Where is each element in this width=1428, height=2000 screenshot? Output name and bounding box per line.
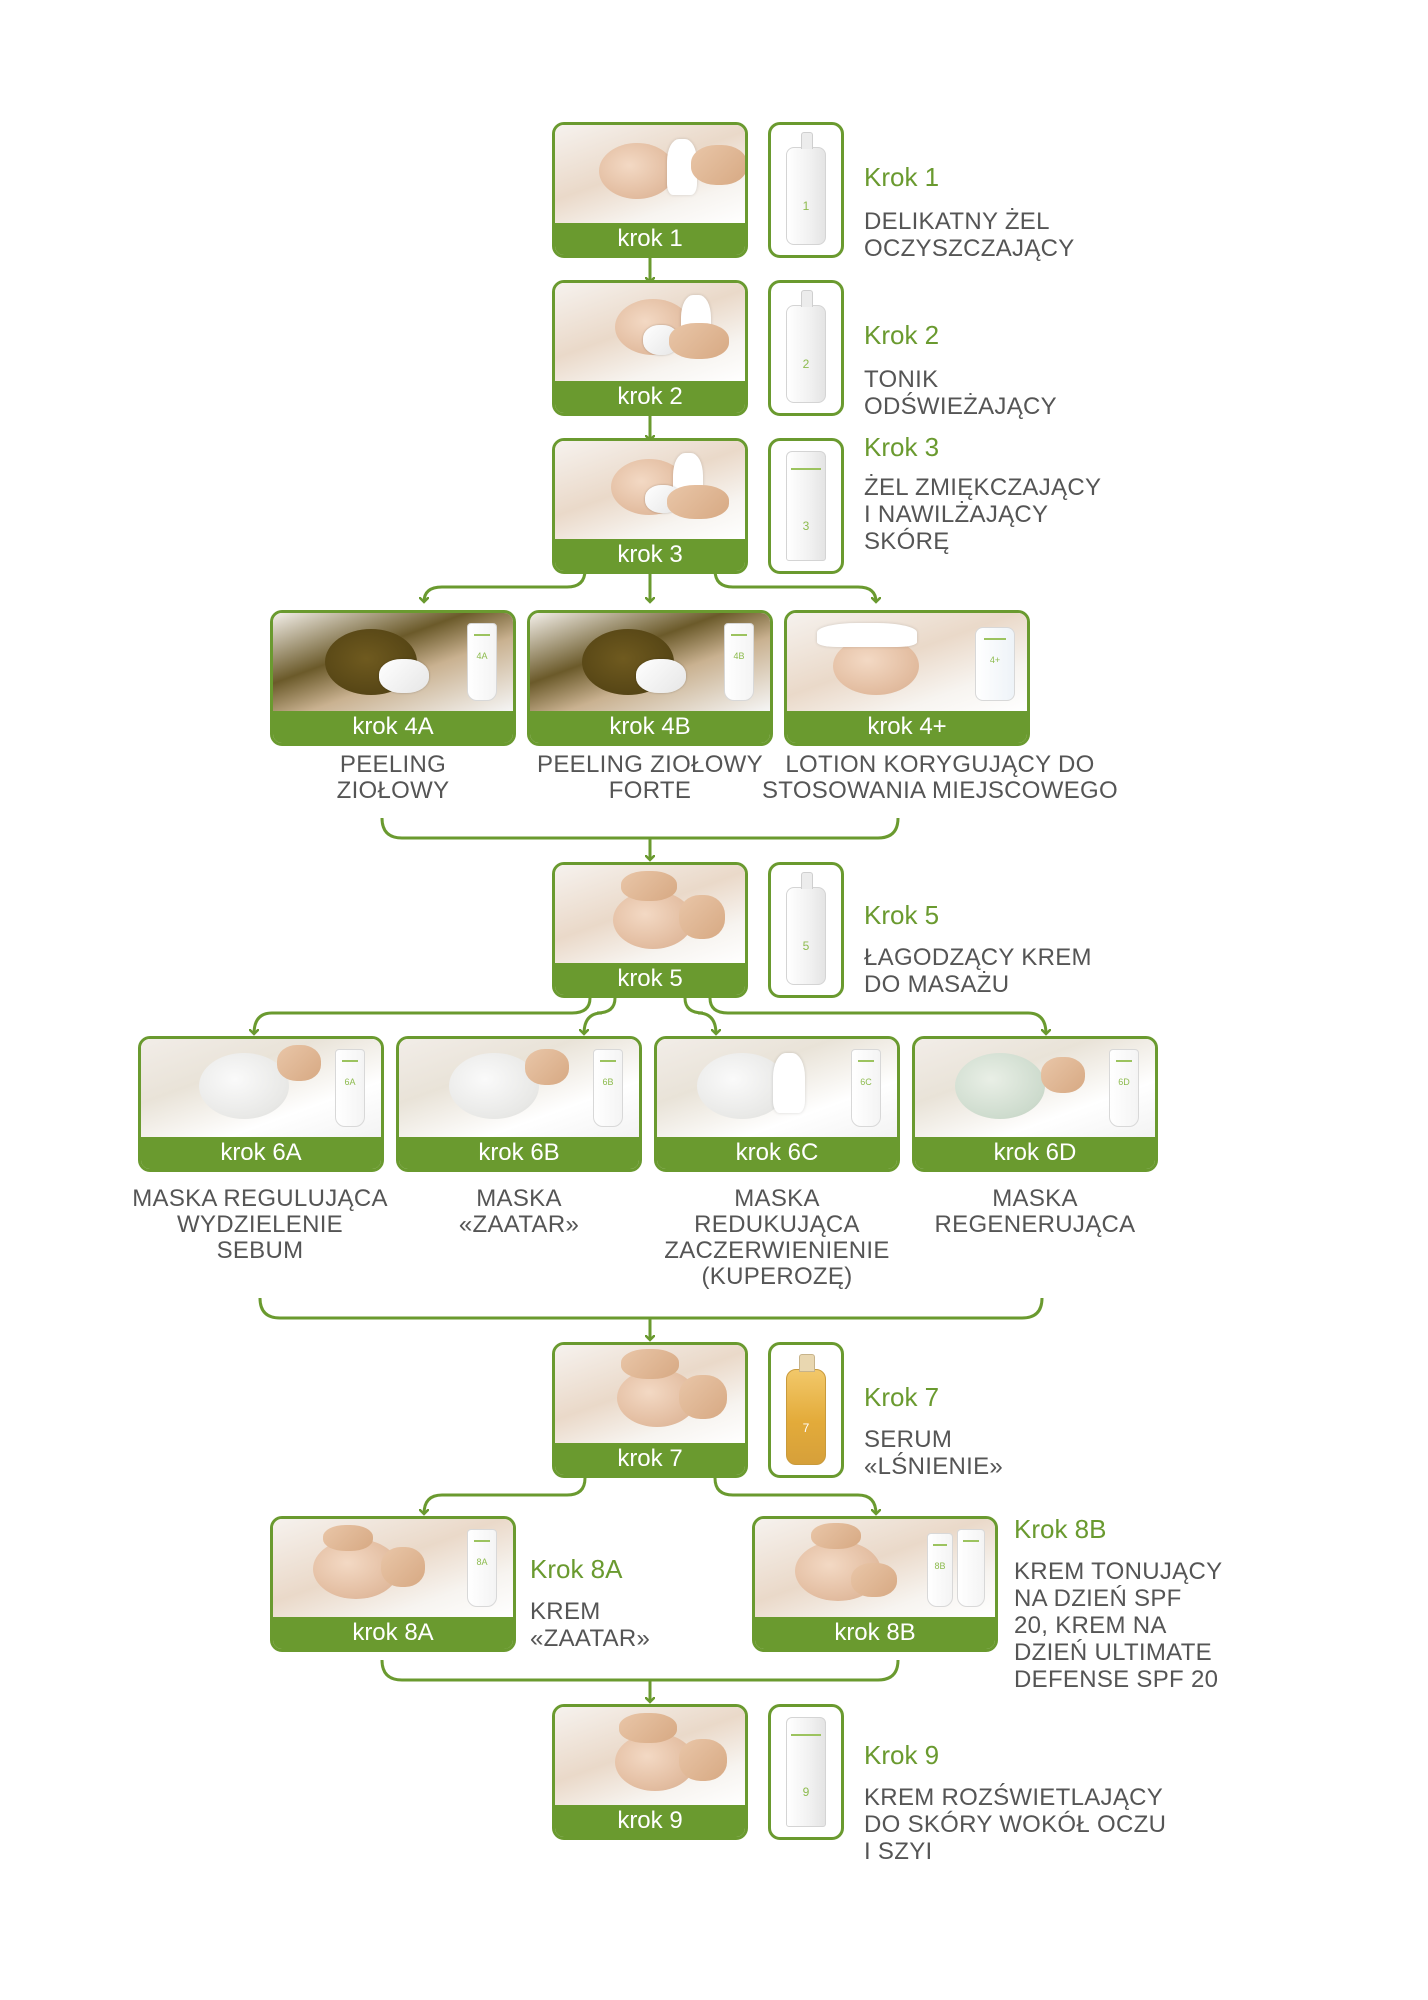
step-5-title: Krok 5 <box>864 900 940 930</box>
step-9-card: krok 9 <box>552 1704 748 1840</box>
step-4b-bar-label: krok 4B <box>530 711 770 743</box>
step-7-card: krok 7 <box>552 1342 748 1478</box>
step-7-bar-label: krok 7 <box>555 1443 745 1475</box>
step-4plus-bar-label: krok 4+ <box>787 711 1027 743</box>
step-6b-product-tube: 6B <box>593 1049 623 1127</box>
step-5-product-card: 5 <box>768 862 844 998</box>
step-6a-card: 6A krok 6A <box>138 1036 384 1172</box>
step-6c-product-tube: 6C <box>851 1049 881 1127</box>
arrow-7-to-8a <box>424 1477 587 1514</box>
step-2-product-bottle: 2 <box>786 290 826 403</box>
step-6c-card: 6C krok 6C <box>654 1036 900 1172</box>
step-5-product-bottle: 5 <box>786 872 826 985</box>
step-4a-product-tube: 4A <box>467 623 497 701</box>
brace-6 <box>258 1297 1044 1320</box>
step-2-photo <box>555 283 745 381</box>
step-6d-bar-label: krok 6D <box>915 1137 1155 1169</box>
step-8a-title: Krok 8A <box>530 1554 623 1584</box>
step-6d-caption: MASKA REGENERUJĄCA <box>934 1185 1136 1238</box>
step-7-product-bottle: 7 <box>786 1354 826 1465</box>
step-8b-description: KREM TONUJĄCY NA DZIEŃ SPF 20, KREM NA D… <box>1014 1558 1223 1693</box>
arrow-5-to-6d <box>708 997 1046 1034</box>
step-4b-product-tube: 4B <box>724 623 754 701</box>
step-1-title: Krok 1 <box>864 162 940 192</box>
arrow-5-to-6b <box>584 997 617 1034</box>
step-3-description: ŻEL ZMIĘKCZAJĄCY I NAWILŻAJĄCY SKÓRĘ <box>864 474 1102 555</box>
step-5-description: ŁAGODZĄCY KREM DO MASAŻU <box>864 944 1092 998</box>
step-6a-bar-label: krok 6A <box>141 1137 381 1169</box>
step-3-bar-label: krok 3 <box>555 539 745 571</box>
step-8b-bar-label: krok 8B <box>755 1617 995 1649</box>
step-1-bar-label: krok 1 <box>555 223 745 255</box>
step-9-title: Krok 9 <box>864 1740 940 1770</box>
step-8b-product-tube: 8B <box>927 1533 953 1607</box>
arrow-5-to-6c <box>683 997 716 1034</box>
step-9-bar-label: krok 9 <box>555 1805 745 1837</box>
step-8a-card: 8A krok 8A <box>270 1516 516 1652</box>
step-6b-card: 6B krok 6B <box>396 1036 642 1172</box>
brace-8 <box>380 1659 900 1682</box>
step-8b-card: 8B krok 8B <box>752 1516 998 1652</box>
step-3-card: krok 3 <box>552 438 748 574</box>
step-6c-bar-label: krok 6C <box>657 1137 897 1169</box>
step-3-photo <box>555 441 745 539</box>
step-1-card: krok 1 <box>552 122 748 258</box>
step-4plus-caption: LOTION KORYGUJĄCY DO STOSOWANIA MIEJSCOW… <box>762 751 1118 804</box>
step-7-photo <box>555 1345 745 1443</box>
brace-4 <box>380 817 900 840</box>
step-4plus-product-bottle: 4+ <box>975 627 1015 701</box>
step-2-bar-label: krok 2 <box>555 381 745 413</box>
step-2-card: krok 2 <box>552 280 748 416</box>
step-3-product-tube: 3 <box>786 451 826 561</box>
step-4b-caption: PEELING ZIOŁOWY FORTE <box>537 751 763 804</box>
step-5-bar-label: krok 5 <box>555 963 745 995</box>
step-6a-caption: MASKA REGULUJĄCA WYDZIELENIE SEBUM <box>132 1185 388 1264</box>
step-9-photo <box>555 1707 745 1805</box>
step-1-product-bottle: 1 <box>786 132 826 245</box>
step-4a-card: 4A krok 4A <box>270 610 516 746</box>
step-7-description: SERUM «LŚNIENIE» <box>864 1426 1004 1480</box>
step-6c-caption: MASKA REDUKUJĄCA ZACZERWIENIENIE (KUPERO… <box>664 1185 890 1290</box>
step-8b-title: Krok 8B <box>1014 1514 1107 1544</box>
step-4a-caption: PEELING ZIOŁOWY <box>336 751 450 804</box>
step-9-product-tube: 9 <box>786 1717 826 1827</box>
step-7-product-card: 7 <box>768 1342 844 1478</box>
step-4b-card: 4B krok 4B <box>527 610 773 746</box>
step-4a-bar-label: krok 4A <box>273 711 513 743</box>
step-1-photo <box>555 125 745 223</box>
step-9-description: KREM ROZŚWIETLAJĄCY DO SKÓRY WOKÓŁ OCZU … <box>864 1784 1167 1865</box>
step-9-product-card: 9 <box>768 1704 844 1840</box>
step-7-title: Krok 7 <box>864 1382 940 1412</box>
arrow-7-to-8b <box>713 1477 876 1514</box>
step-6b-bar-label: krok 6B <box>399 1137 639 1169</box>
step-6d-card: 6D krok 6D <box>912 1036 1158 1172</box>
arrow-5-to-6a <box>254 997 592 1034</box>
step-8b-photo <box>755 1519 995 1617</box>
step-8b-product-tube-2 <box>957 1529 985 1607</box>
step-4plus-card: 4+ krok 4+ <box>784 610 1030 746</box>
step-1-description: DELIKATNY ŻEL OCZYSZCZAJĄCY <box>864 208 1075 262</box>
step-8a-description: KREM «ZAATAR» <box>530 1598 651 1652</box>
step-8a-product-tube: 8A <box>467 1529 497 1607</box>
arrow-3-to-4plus <box>713 569 876 602</box>
step-6b-caption: MASKA «ZAATAR» <box>458 1185 580 1238</box>
step-6d-product-tube: 6D <box>1109 1049 1139 1127</box>
step-6a-product-tube: 6A <box>335 1049 365 1127</box>
step-3-product-card: 3 <box>768 438 844 574</box>
step-2-description: TONIK ODŚWIEŻAJĄCY <box>864 366 1057 420</box>
step-5-card: krok 5 <box>552 862 748 998</box>
step-5-photo <box>555 865 745 963</box>
arrow-3-to-4a <box>424 569 587 602</box>
step-1-product-card: 1 <box>768 122 844 258</box>
step-2-title: Krok 2 <box>864 320 940 350</box>
step-8a-bar-label: krok 8A <box>273 1617 513 1649</box>
step-2-product-card: 2 <box>768 280 844 416</box>
step-3-title: Krok 3 <box>864 432 940 462</box>
